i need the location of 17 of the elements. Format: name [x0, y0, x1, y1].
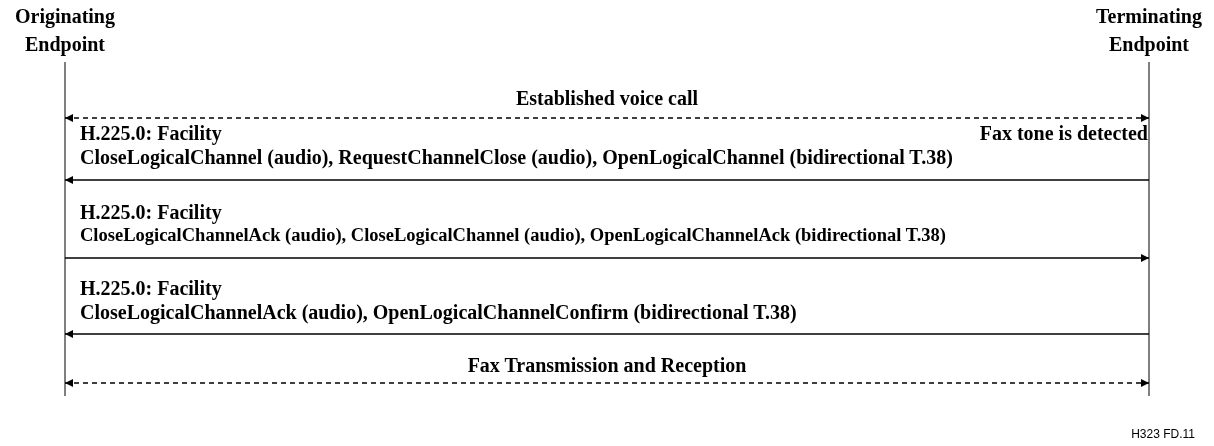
message-label: CloseLogicalChannelAck (audio), OpenLogicalChannelConfirm (bidirectional T.38)	[80, 300, 797, 324]
endpoint-label: Originating Endpoint	[14, 4, 116, 58]
message-title: H.225.0: Facility	[80, 121, 222, 145]
message-label: Established voice call	[515, 86, 699, 110]
message-label: CloseLogicalChannelAck (audio), CloseLogicalChannel (audio), OpenLogicalChannelAck (bidirectional T.38)	[80, 224, 946, 247]
message-arrow	[64, 330, 1150, 338]
message-label: Fax Transmission and Reception	[467, 353, 747, 377]
message-label: CloseLogicalChannel (audio), RequestChannelClose (audio), OpenLogicalChannel (bidirectional T.38)	[80, 145, 953, 169]
message-title: H.225.0: Facility	[80, 200, 222, 224]
message-arrow	[64, 254, 1150, 262]
message-arrow	[64, 114, 1150, 122]
message-arrow	[64, 176, 1150, 184]
message-arrow	[64, 379, 1150, 387]
note: Fax tone is detected	[979, 121, 1148, 145]
figure-id: H323 FD.11	[1131, 426, 1195, 443]
message-title: H.225.0: Facility	[80, 276, 222, 300]
endpoint-label: Terminating Endpoint	[1095, 4, 1203, 58]
